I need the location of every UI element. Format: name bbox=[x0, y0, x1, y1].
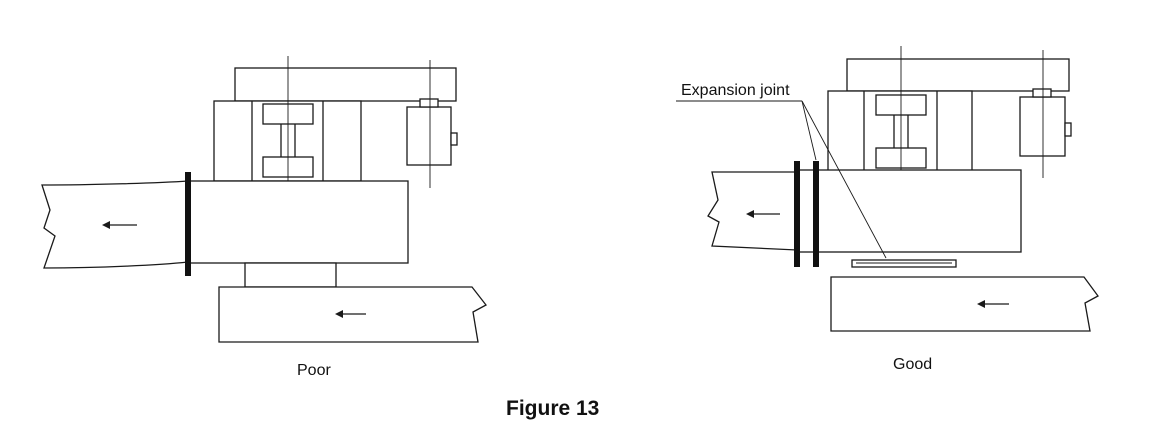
good-lower-duct bbox=[830, 276, 1099, 332]
good-side-mount bbox=[1032, 88, 1052, 98]
poor-side-tab bbox=[450, 132, 458, 146]
poor-top-bar bbox=[234, 67, 457, 102]
good-duct-body bbox=[796, 169, 1022, 253]
good-panel: Expansion joint Good bbox=[676, 46, 1099, 373]
poor-duct-body bbox=[187, 180, 409, 264]
poor-panel: Poor bbox=[41, 56, 487, 379]
poor-connector bbox=[244, 262, 337, 288]
expansion-joint-leader bbox=[676, 100, 887, 259]
good-top-bar bbox=[846, 58, 1070, 92]
poor-flow-arrow bbox=[102, 221, 137, 229]
poor-side-housing bbox=[406, 106, 452, 166]
good-lower-expansion-pad bbox=[851, 259, 957, 268]
expansion-joint-label: Expansion joint bbox=[681, 82, 790, 99]
poor-side-mount bbox=[419, 98, 439, 108]
good-lower-flow-arrow bbox=[977, 300, 1009, 308]
good-flow-arrow bbox=[746, 210, 780, 218]
good-caption: Good bbox=[893, 356, 932, 373]
figure-title: Figure 13 bbox=[506, 397, 599, 420]
good-side-housing bbox=[1019, 96, 1066, 157]
good-side-tab bbox=[1064, 122, 1072, 137]
poor-lower-flow-arrow bbox=[335, 310, 366, 318]
poor-caption: Poor bbox=[297, 362, 331, 379]
